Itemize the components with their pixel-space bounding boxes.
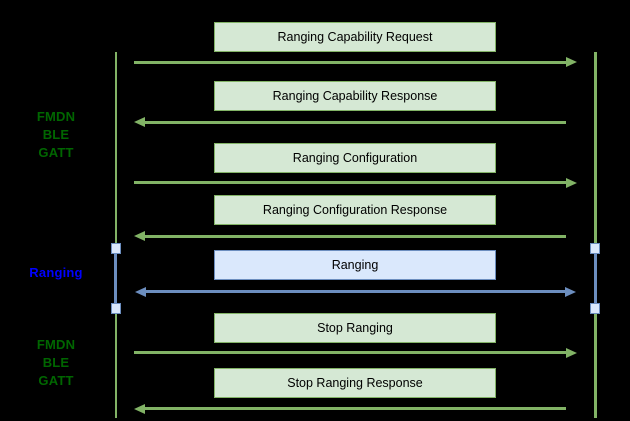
message-label: Stop Ranging Response [287, 376, 423, 390]
message-box: Ranging Capability Response [214, 81, 496, 111]
message-arrow-right [134, 351, 566, 354]
message-label: Ranging Capability Request [277, 30, 433, 44]
message-box: Ranging [214, 250, 496, 280]
phase-label-line: GATT [38, 145, 74, 160]
phase-label-line: GATT [38, 373, 74, 388]
phase-label-line: FMDN [36, 337, 76, 352]
message-label: Ranging Capability Response [272, 89, 438, 103]
message-label: Ranging Configuration [292, 151, 418, 165]
phase-label-fmdn-ble-gatt-top: FMDN BLE GATT [14, 108, 98, 162]
activation-bar-left [114, 248, 118, 308]
phase-label-ranging: Ranging [14, 264, 98, 282]
activation-endpoint [110, 303, 121, 314]
message-arrow-left [145, 234, 566, 238]
message-label: Ranging [331, 258, 379, 272]
message-arrow-right [134, 181, 566, 184]
activation-endpoint [589, 303, 600, 314]
lifeline-right [594, 52, 597, 418]
message-box: Ranging Configuration [214, 143, 496, 173]
phase-label-fmdn-ble-gatt-bottom: FMDN BLE GATT [14, 336, 98, 390]
message-arrow-left [145, 407, 566, 410]
lifeline-left [114, 52, 117, 418]
message-arrow-bidirectional [146, 290, 565, 293]
message-arrow-left [145, 120, 566, 124]
phase-label-line: Ranging [29, 265, 83, 280]
message-arrow-right [134, 60, 566, 64]
phase-label-line: BLE [42, 355, 70, 370]
message-box: Stop Ranging [214, 313, 496, 343]
message-label: Stop Ranging [317, 321, 393, 335]
activation-endpoint [589, 243, 600, 254]
phase-label-line: BLE [42, 127, 70, 142]
message-box: Ranging Capability Request [214, 22, 496, 52]
message-box: Stop Ranging Response [214, 368, 496, 398]
activation-bar-right [593, 248, 597, 308]
message-box: Ranging Configuration Response [214, 195, 496, 225]
message-label: Ranging Configuration Response [262, 203, 448, 217]
activation-endpoint [110, 243, 121, 254]
phase-label-line: FMDN [36, 109, 76, 124]
